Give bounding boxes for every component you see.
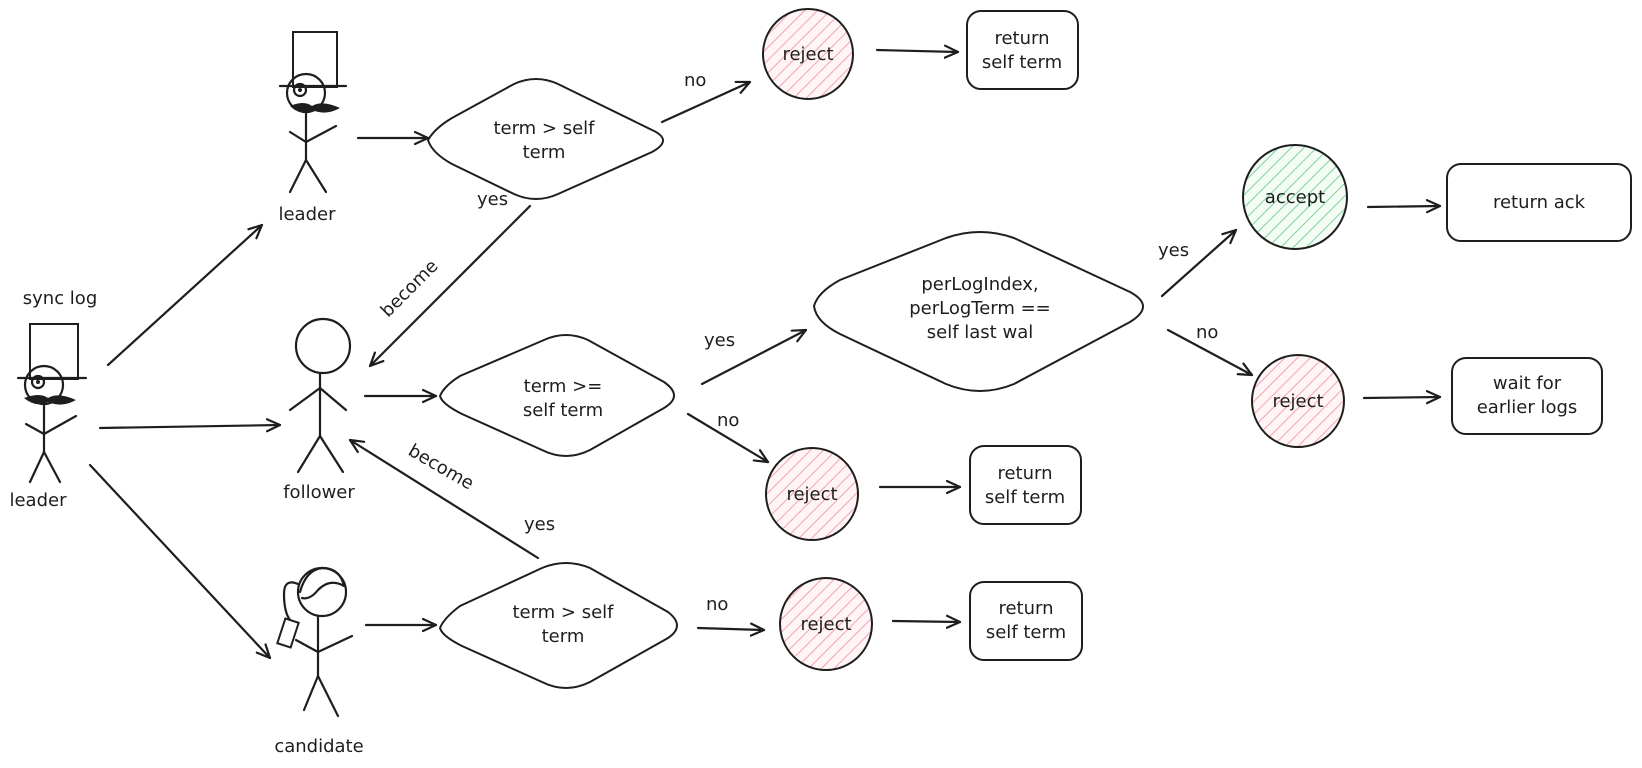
reject-leader-label: reject (782, 44, 833, 65)
result-candidate-line2: self term (986, 622, 1066, 643)
edge-label-follower-yes: yes (704, 330, 735, 351)
result-ack-return: return ack (1446, 163, 1632, 242)
top-hat-icon (16, 323, 88, 380)
edge-sync-to-follower (98, 425, 282, 428)
follower-label: follower (283, 482, 355, 503)
decision-follower-line1: term >= (524, 376, 603, 397)
result-candidate-return: return self term (969, 581, 1083, 661)
edge-candidate-become-follower (348, 438, 540, 560)
decision-leader-line1: term > self (493, 118, 595, 139)
edge-label-follower-no: no (717, 410, 739, 431)
edge-label-leader-no: no (684, 70, 706, 91)
edge-candidate-no (696, 628, 766, 630)
edge-accept-to-ack (1366, 206, 1442, 207)
result-leader-line2: self term (982, 52, 1062, 73)
edge-label-leader-yes: yes (477, 189, 508, 210)
outcome-reject-candidate: reject (779, 577, 873, 671)
decision-candidate-term-check: term > self term (438, 562, 678, 689)
stick-figure-icon (288, 317, 352, 474)
result-follower-line2: self term (985, 487, 1065, 508)
decision-candidate-line1: term > self (512, 602, 614, 623)
edge-label-log-yes: yes (1158, 240, 1189, 261)
reject-log-label: reject (1272, 391, 1323, 412)
stick-figure-icon (285, 72, 340, 194)
result-leader-return: return self term (966, 10, 1079, 90)
reject-candidate-label: reject (800, 614, 851, 635)
edge-follower-yes (700, 328, 808, 386)
edge-log-no (1166, 328, 1254, 377)
actor-follower: follower (283, 317, 355, 503)
decision-log-line1: perLogIndex, (921, 274, 1038, 295)
edge-sync-to-candidate (88, 463, 272, 660)
result-wait-line2: earlier logs (1477, 397, 1578, 418)
sync-log-title: sync log (23, 288, 98, 309)
outcome-reject-follower: reject (765, 447, 859, 541)
edge-label-candidate-yes: yes (524, 514, 555, 535)
outcome-reject-log: reject (1251, 354, 1345, 448)
result-follower-return: return self term (969, 445, 1082, 525)
edge-label-candidate-become: become (405, 440, 478, 494)
result-ack-line1: return ack (1493, 192, 1586, 213)
decision-log-line2: perLogTerm == (909, 298, 1051, 319)
accept-log-label: accept (1265, 187, 1325, 208)
decision-candidate-line2: term (542, 626, 585, 647)
decision-log-check: perLogIndex, perLogTerm == self last wal (812, 231, 1144, 392)
stick-figure-icon (23, 364, 78, 484)
decision-leader-line2: term (523, 142, 566, 163)
result-leader-line1: return (994, 28, 1049, 49)
result-follower-line1: return (997, 463, 1052, 484)
result-wait-line1: wait for (1493, 373, 1562, 394)
edge-leader-reject-to-return (875, 50, 960, 52)
candidate-label: candidate (274, 736, 363, 757)
decision-log-line3: self last wal (927, 322, 1033, 343)
result-candidate-line1: return (998, 598, 1053, 619)
reject-follower-label: reject (786, 484, 837, 505)
sync-leader-label: leader (9, 490, 67, 511)
result-wait-logs: wait for earlier logs (1451, 357, 1603, 435)
actor-candidate: candidate (274, 566, 364, 757)
edge-label-log-no: no (1196, 322, 1218, 343)
edge-leader-become-follower (368, 204, 532, 368)
edge-label-leader-become: become (377, 256, 443, 322)
edge-label-candidate-no: no (706, 594, 728, 615)
stick-figure-icon (276, 566, 354, 718)
edge-log-yes (1160, 228, 1238, 298)
edge-log-reject-to-wait (1362, 397, 1442, 398)
decision-leader-term-check: term > self term (426, 78, 664, 200)
decision-follower-line2: self term (523, 400, 603, 421)
top-hat-icon (278, 31, 348, 88)
edge-candidate-reject-to-return (891, 621, 962, 622)
actor-sync-leader: sync log leader (9, 288, 97, 511)
edge-sync-to-leader (106, 223, 264, 367)
edge-follower-no (686, 412, 770, 464)
outcome-reject-leader: reject (762, 8, 854, 100)
outcome-accept-log: accept (1242, 144, 1348, 250)
leader-label: leader (278, 204, 336, 225)
decision-follower-term-check: term >= self term (438, 334, 675, 457)
edge-leader-no (660, 82, 752, 124)
actor-leader: leader (278, 31, 348, 225)
edges (88, 50, 1442, 660)
